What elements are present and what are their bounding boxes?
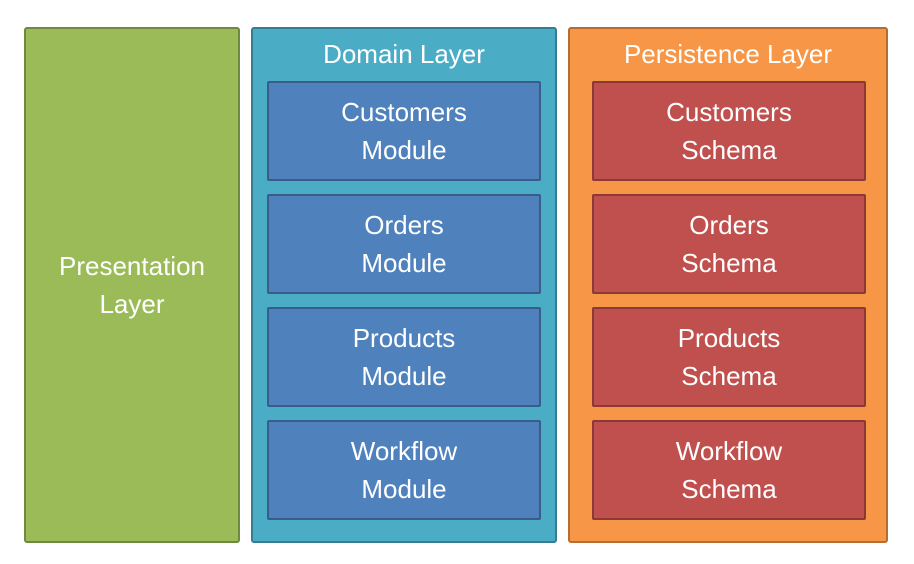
domain-layer-title: Domain Layer xyxy=(323,39,485,69)
products-schema-box: Products Schema xyxy=(592,307,866,407)
workflow-schema-box: Workflow Schema xyxy=(592,420,866,520)
products-module-box: Products Module xyxy=(267,307,541,407)
workflow-module-box: Workflow Module xyxy=(267,420,541,520)
presentation-layer-label: Presentation Layer xyxy=(59,251,205,319)
domain-layer: Domain Layer Customers Module Orders Mod… xyxy=(251,27,557,543)
presentation-layer: Presentation Layer xyxy=(24,27,240,543)
customers-module-box: Customers Module xyxy=(267,81,541,181)
customers-schema-box: Customers Schema xyxy=(592,81,866,181)
orders-schema-box: Orders Schema xyxy=(592,194,866,294)
persistence-layer-title: Persistence Layer xyxy=(623,39,833,69)
orders-module-box: Orders Module xyxy=(267,194,541,294)
persistence-layer: Persistence Layer Customers Schema Order… xyxy=(568,27,888,543)
